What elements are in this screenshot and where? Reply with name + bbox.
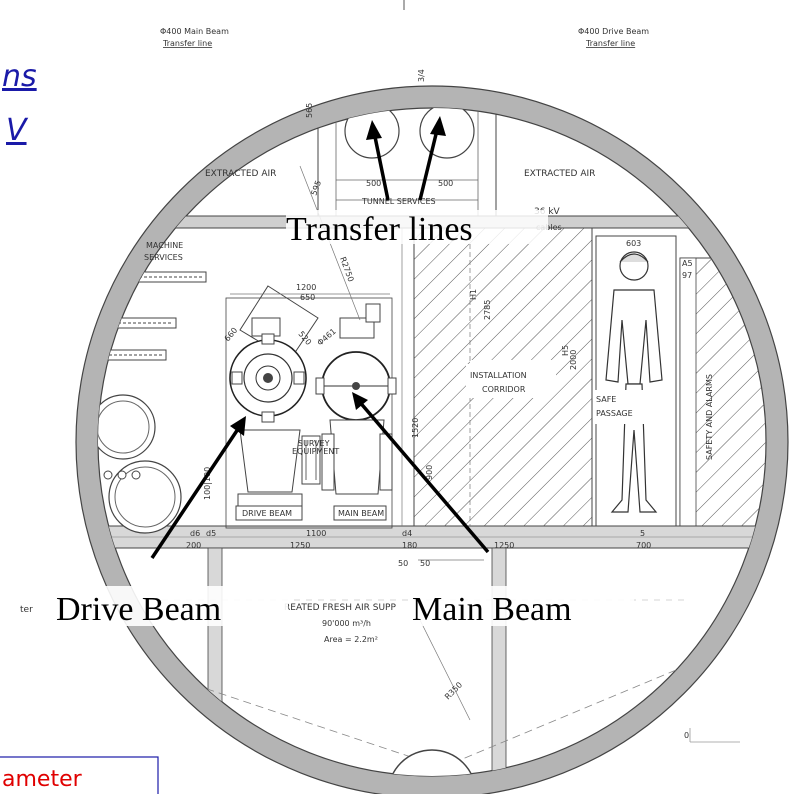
main-beam-transfer-label: Φ400 Main Beam [160,27,229,36]
transfer-arrow-left [372,131,390,201]
flow-label: 90'000 m³/h [322,619,371,628]
machine-services-line2: SERVICES [144,253,183,262]
main-beam-transfer-sub: Transfer line [162,39,212,48]
dim-1100: 1100 [306,529,326,538]
dim-1200: 1200 [296,283,316,292]
dim-180: 180 [402,541,417,550]
fresh-air-label: REATED FRESH AIR SUPP [284,603,396,613]
dim-2785: 2785 [483,300,492,320]
dim-100-100: 100|100 [203,467,212,500]
dim-2000: 2000 [569,350,578,370]
main-beam-arrow [356,398,490,554]
safe-passage-line1: SAFE [596,395,616,404]
installation-corridor-line2: CORRIDOR [482,385,526,394]
dim-d5: d5 [206,529,216,538]
dim-500-left: 500 [366,179,381,188]
dim-h5: H5 [561,345,570,356]
bottom-note-text: ameter [2,767,83,792]
drive-beam-transfer-pipe [419,108,475,159]
installation-corridor-line1: INSTALLATION [470,371,527,380]
left-edge-fragment: ter [20,605,33,615]
dim-500-right: 500 [438,179,453,188]
main-beam-box-label: MAIN BEAM [338,509,384,518]
dim-fraction: 3/4 [417,69,426,82]
dim-5: 5 [640,529,645,538]
survey-line1: SURVEY [298,439,330,448]
dim-565: 565 [305,103,314,118]
drive-beam-box-label: DRIVE BEAM [242,509,292,518]
transfer-lines-annotation: Transfer lines [286,211,473,248]
drive-beam-transfer-label: Φ400 Drive Beam [578,27,649,36]
dim-650: 650 [300,293,315,302]
worker-figure [605,251,663,513]
survey-line2: EQUIPMENT [292,447,339,456]
link-fragment-top[interactable]: ns [2,59,37,94]
zero-label: 0 [684,731,689,740]
link-fragment-bottom[interactable]: V [6,113,29,148]
dim-h1: H1 [469,289,478,300]
safety-alarms-label: SAFETY AND ALARMS [705,374,714,460]
cables-label: cables [536,223,562,232]
dim-700: 700 [636,541,651,550]
dim-1250-left: 1250 [290,541,310,550]
area-label: Area = 2.2m² [324,635,378,644]
dim-50-right: 50 [420,559,430,568]
safe-passage-line2: PASSAGE [596,409,633,418]
dim-1250-right: 1250 [494,541,514,550]
tunnel-services-label: TUNNEL SERVICES [361,197,436,206]
drive-beam-arrow [150,425,242,559]
machine-services-line1: MACHINE [146,241,183,250]
extracted-air-left: EXTRACTED AIR [205,169,276,179]
bottom-note-box [0,756,159,794]
dim-d4: d4 [402,529,412,538]
dim-d6: d6 [190,529,200,538]
drive-beam-annotation: Drive Beam [56,591,221,628]
drive-beam-transfer-sub: Transfer line [585,39,635,48]
main-beam-annotation: Main Beam [412,591,572,628]
dim-900: 900 [425,465,434,480]
transfer-arrow-right [418,125,440,201]
dim-1520: 1520 [411,418,420,438]
dim-97: 97 [682,271,692,280]
extracted-air-right: EXTRACTED AIR [524,169,595,179]
dim-603: 603 [626,239,641,248]
dim-200: 200 [186,541,201,550]
dim-a5: A5 [682,259,693,268]
dim-50-left: 50 [398,559,408,568]
